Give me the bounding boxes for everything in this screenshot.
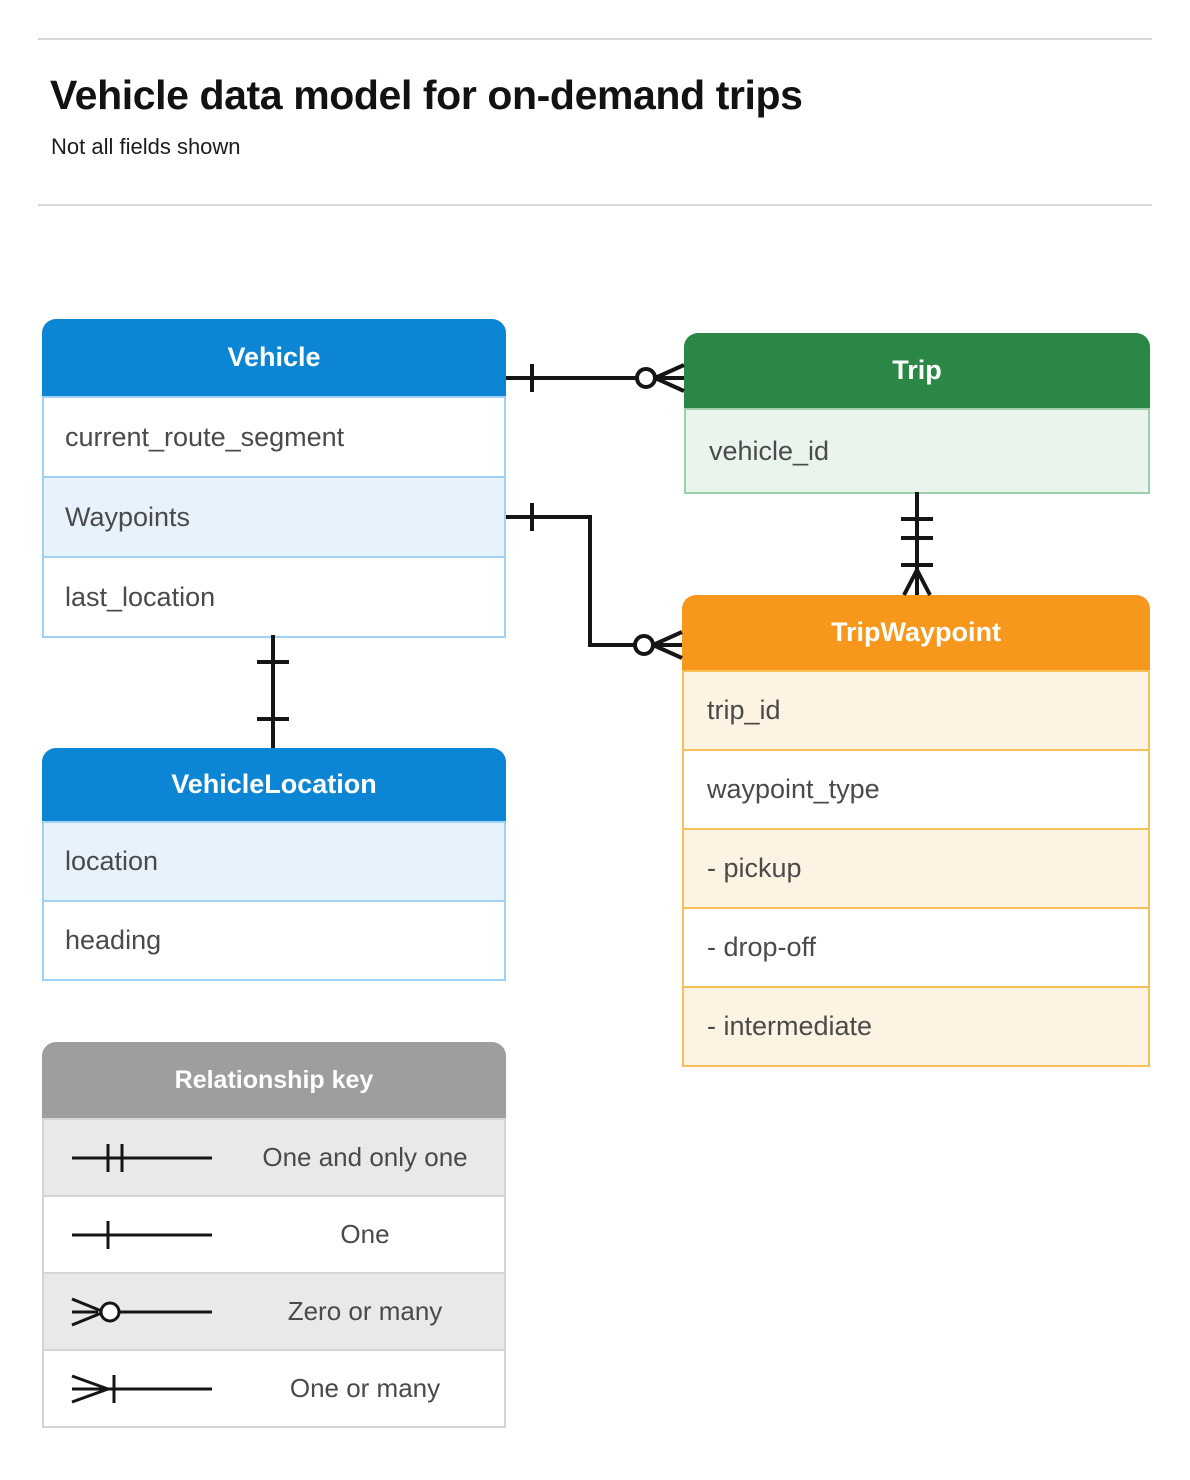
field-label: - drop-off — [707, 932, 817, 962]
field-label: - intermediate — [707, 1011, 873, 1041]
connector-waypoints-tripwaypoint — [506, 503, 683, 660]
field-location[interactable]: location — [44, 821, 504, 900]
top-divider — [38, 38, 1152, 40]
field-trip-id[interactable]: trip_id — [684, 670, 1148, 749]
field-current-route-segment[interactable]: current_route_segment — [44, 396, 504, 476]
entity-trip[interactable]: Trip vehicle_id — [684, 333, 1150, 494]
bottom-divider — [38, 204, 1152, 206]
field-vehicle-id[interactable]: vehicle_id — [686, 408, 1148, 492]
field-waypoints[interactable]: Waypoints — [44, 476, 504, 556]
field-waypoint-type-intermediate[interactable]: - intermediate — [684, 986, 1148, 1065]
field-last-location[interactable]: last_location — [44, 556, 504, 636]
field-label: trip_id — [707, 695, 781, 725]
field-waypoint-type-pickup[interactable]: - pickup — [684, 828, 1148, 907]
field-label: vehicle_id — [709, 435, 830, 466]
entity-trip-fields: vehicle_id — [684, 408, 1150, 494]
entity-vehicle-fields: current_route_segment Waypoints last_loc… — [42, 396, 506, 638]
page-title: Vehicle data model for on-demand trips — [50, 72, 803, 118]
field-label: waypoint_type — [707, 774, 880, 804]
entity-vehicle[interactable]: Vehicle current_route_segment Waypoints … — [42, 319, 506, 638]
entity-trip-waypoint[interactable]: TripWaypoint trip_id waypoint_type - pic… — [682, 595, 1150, 1067]
entity-trip-waypoint-title: TripWaypoint — [682, 595, 1150, 670]
field-label: location — [65, 846, 159, 876]
entity-vehicle-location[interactable]: VehicleLocation location heading — [42, 748, 506, 981]
legend-row-zero-or-many[interactable]: Zero or many — [44, 1272, 504, 1349]
page-subtitle: Not all fields shown — [51, 134, 241, 159]
field-waypoint-type-dropoff[interactable]: - drop-off — [684, 907, 1148, 986]
entity-vehicle-title: Vehicle — [42, 319, 506, 396]
legend-label: Zero or many — [287, 1296, 443, 1326]
one-and-only-one-symbol — [44, 1138, 240, 1178]
one-or-many-symbol — [44, 1369, 240, 1409]
connector-vehicle-trip — [506, 363, 685, 393]
legend-label: One — [340, 1219, 390, 1249]
field-label: Waypoints — [65, 501, 191, 532]
legend-row-one-and-only-one[interactable]: One and only one — [44, 1118, 504, 1195]
field-heading[interactable]: heading — [44, 900, 504, 979]
legend-title: Relationship key — [42, 1042, 506, 1118]
field-label: - pickup — [707, 853, 802, 883]
field-label: last_location — [65, 581, 216, 612]
legend-label: One or many — [289, 1373, 441, 1403]
entity-vehicle-location-fields: location heading — [42, 821, 506, 981]
field-waypoint-type[interactable]: waypoint_type — [684, 749, 1148, 828]
zero-or-many-symbol — [44, 1292, 240, 1332]
entity-vehicle-location-title: VehicleLocation — [42, 748, 506, 821]
entity-trip-waypoint-fields: trip_id waypoint_type - pickup - drop-of… — [682, 670, 1150, 1067]
legend-rows: One and only one One — [42, 1118, 506, 1428]
connector-trip-tripwaypoint — [901, 492, 933, 596]
legend-row-one-or-many[interactable]: One or many — [44, 1349, 504, 1426]
entity-trip-title: Trip — [684, 333, 1150, 408]
field-label: heading — [65, 925, 162, 955]
field-label: current_route_segment — [65, 421, 345, 452]
one-symbol — [44, 1215, 240, 1255]
connector-vehicle-vehiclelocation — [257, 635, 289, 748]
legend-label: One and only one — [262, 1142, 468, 1172]
relationship-key-legend[interactable]: Relationship key One and only one — [42, 1042, 506, 1428]
legend-row-one[interactable]: One — [44, 1195, 504, 1272]
